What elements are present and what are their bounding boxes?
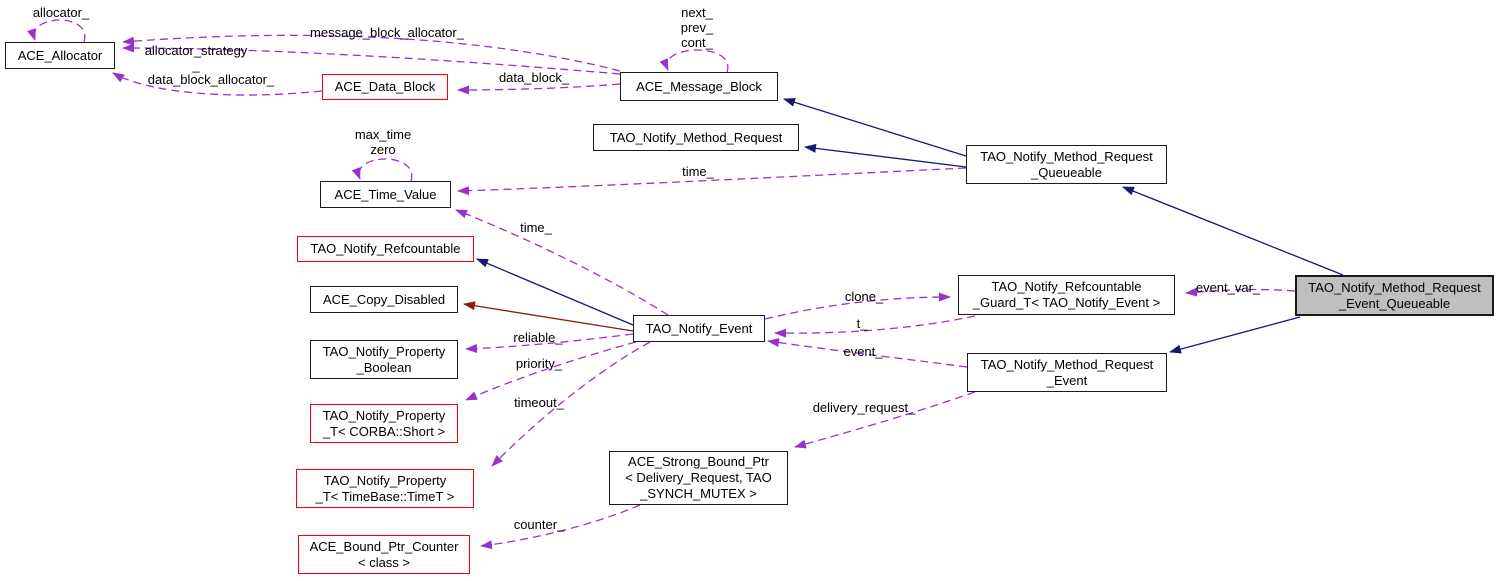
class-node-ace-strong-bound-ptr[interactable]: ACE_Strong_Bound_Ptr < Delivery_Request,…	[609, 451, 788, 505]
edge-clone	[764, 292, 951, 320]
edge-time-event	[455, 209, 669, 316]
edge-data-block-allocator	[112, 72, 323, 96]
edge-event-var	[1185, 287, 1296, 297]
class-node-ace-time-value[interactable]: ACE_Time_Value	[320, 181, 451, 208]
edge-reliable	[465, 333, 634, 354]
edge-label-max-time-zero: max_time zero	[354, 127, 412, 157]
class-node-tao-notify-method-request[interactable]: TAO_Notify_Method_Request	[593, 124, 799, 151]
class-node-tao-notify-method-request-queueable[interactable]: TAO_Notify_Method_Request _Queueable	[966, 145, 1167, 184]
edge-t	[774, 315, 976, 338]
edge-label-event-var: event_var_	[1195, 280, 1261, 295]
edge-label-timeout: timeout_	[514, 395, 564, 410]
edge-inherit-eventqueueable-queueable	[1122, 186, 1344, 276]
class-node-ace-data-block[interactable]: ACE_Data_Block	[322, 74, 448, 100]
edge-label-data-block: data_block_	[498, 70, 570, 85]
class-node-ace-message-block[interactable]: ACE_Message_Block	[620, 72, 778, 101]
edge-self-max-time-zero	[351, 158, 413, 182]
edge-inherit-queueable-message-block	[783, 97, 967, 157]
class-node-ace-bound-ptr-counter[interactable]: ACE_Bound_Ptr_Counter < class >	[298, 535, 470, 574]
class-node-ace-allocator[interactable]: ACE_Allocator	[5, 42, 115, 69]
edge-label-next-prev-cont: next_ prev_ cont_	[680, 5, 714, 50]
edge-label-message-block-allocator: message_block_allocator_	[310, 25, 464, 40]
edge-label-time-lower: time_	[520, 220, 552, 235]
edge-inherit-queueable-method-request	[804, 143, 967, 168]
edge-counter	[480, 504, 641, 550]
edge-label-time-upper: time_	[682, 164, 714, 179]
class-node-tao-notify-method-request-event-queueable[interactable]: TAO_Notify_Method_Request _Event_Queueab…	[1295, 275, 1494, 316]
edge-label-priority: priority_	[515, 356, 563, 371]
class-node-tao-notify-property-t-timebase-timet[interactable]: TAO_Notify_Property _T< TimeBase::TimeT …	[296, 469, 474, 508]
edge-private-inherit-event-copy-disabled	[463, 301, 634, 332]
edge-label-event: event_	[843, 344, 883, 359]
edge-label-allocator: allocator_	[32, 5, 90, 20]
class-node-tao-notify-method-request-event[interactable]: TAO_Notify_Method_Request _Event	[967, 353, 1167, 392]
class-node-tao-notify-property-boolean[interactable]: TAO_Notify_Property _Boolean	[310, 340, 458, 379]
class-node-ace-copy-disabled[interactable]: ACE_Copy_Disabled	[310, 286, 458, 313]
edge-label-counter: counter_	[513, 517, 565, 532]
edge-data-block	[457, 83, 621, 95]
class-node-tao-notify-property-t-corba-short[interactable]: TAO_Notify_Property _T< CORBA::Short >	[310, 404, 458, 443]
edge-inherit-event-refcountable	[476, 258, 634, 326]
class-node-tao-notify-refcountable[interactable]: TAO_Notify_Refcountable	[297, 236, 474, 262]
edge-label-delivery-request: delivery_request_	[812, 400, 916, 415]
edge-allocator-strategy	[122, 43, 621, 75]
edge-label-clone: clone_	[844, 289, 884, 304]
edge-label-allocator-strategy: allocator_strategy _	[144, 43, 248, 73]
edge-self-next-prev-cont	[659, 49, 729, 73]
edge-inherit-eventqueueable-methodrequestevent	[1169, 316, 1301, 354]
edge-delivery-request	[794, 391, 976, 449]
edge-self-allocator	[27, 19, 86, 43]
class-node-tao-notify-event[interactable]: TAO_Notify_Event	[633, 315, 765, 342]
edge-label-reliable: reliable_	[513, 330, 563, 345]
edge-message-block-allocator	[122, 34, 621, 72]
edge-label-data-block-allocator: data_block_allocator_	[147, 72, 275, 87]
edge-time-queueable	[457, 167, 967, 196]
class-node-tao-notify-refcountable-guard-t[interactable]: TAO_Notify_Refcountable _Guard_T< TAO_No…	[958, 275, 1175, 315]
edge-priority	[465, 341, 637, 401]
edge-label-t: t_	[856, 316, 868, 331]
